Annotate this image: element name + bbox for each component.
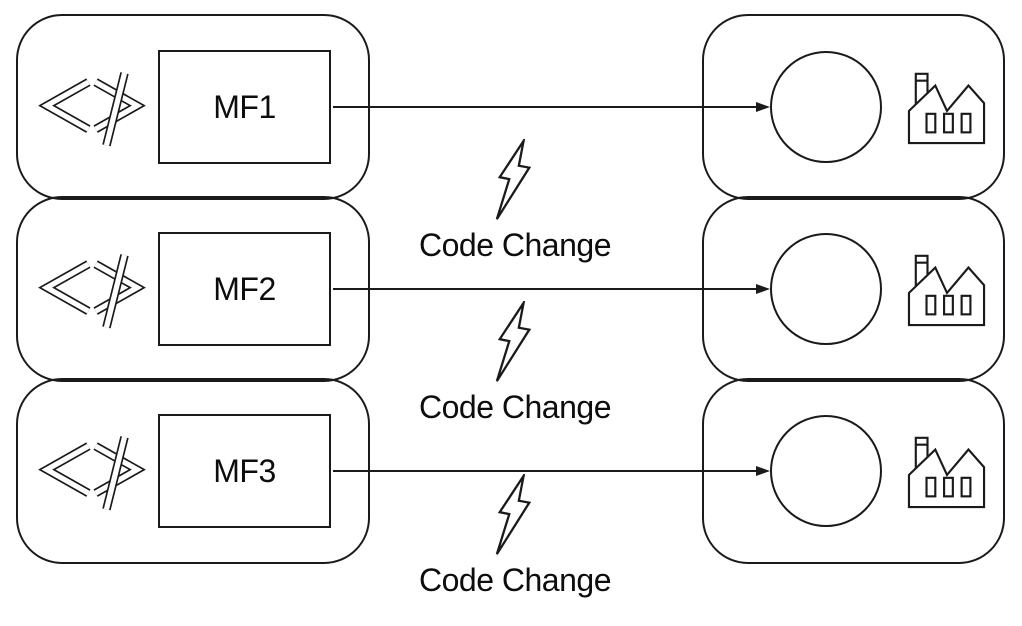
microfrontend-card: MF1 [16, 14, 370, 200]
lightning-icon [492, 139, 538, 223]
build-target-card [702, 14, 1005, 200]
microfrontend-card: MF2 [16, 196, 370, 382]
code-icon [36, 64, 148, 150]
code-icon [36, 246, 148, 332]
mf-box: MF3 [158, 414, 331, 528]
code-icon [36, 428, 148, 514]
build-circle [770, 415, 882, 527]
build-target-card [702, 378, 1005, 564]
code-change-event: Code Change [405, 139, 625, 264]
event-label: Code Change [419, 389, 611, 425]
event-label: Code Change [419, 562, 611, 598]
lightning-icon [492, 474, 538, 558]
factory-icon [906, 250, 988, 328]
factory-icon [906, 432, 988, 510]
build-target-card [702, 196, 1005, 382]
factory-icon [906, 68, 988, 146]
microfrontend-card: MF3 [16, 378, 370, 564]
mf-box: MF2 [158, 232, 331, 346]
mf-label: MF1 [213, 88, 276, 125]
mf-box: MF1 [158, 50, 331, 164]
build-circle [770, 51, 882, 163]
code-change-event: Code Change [405, 301, 625, 426]
event-label: Code Change [419, 227, 611, 263]
mf-label: MF2 [213, 270, 276, 307]
code-change-event: Code Change [405, 474, 625, 599]
mf-label: MF3 [213, 452, 276, 489]
build-circle [770, 233, 882, 345]
lightning-icon [492, 301, 538, 385]
